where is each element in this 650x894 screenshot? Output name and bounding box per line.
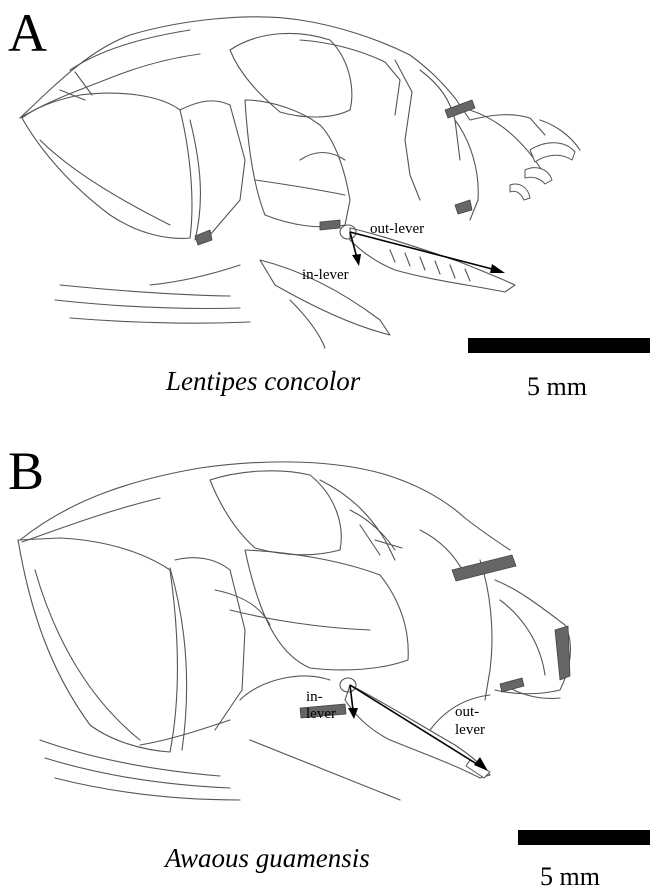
out-lever-label-b-line2: lever — [455, 723, 485, 739]
in-lever-label-a: in-lever — [302, 268, 349, 284]
out-lever-label-a: out-lever — [370, 222, 424, 238]
scale-bar-b — [518, 830, 650, 845]
opercle-outline — [22, 93, 192, 238]
scale-label-a: 5 mm — [527, 374, 587, 400]
out-lever-label-b-line1: out- — [455, 705, 479, 721]
in-lever-label-b-line1: in- — [306, 690, 323, 706]
opercle-outline — [18, 538, 178, 752]
species-name-a: Lentipes concolor — [166, 368, 360, 395]
species-name-b: Awaous guamensis — [165, 845, 370, 872]
out-lever-arrow — [350, 232, 505, 273]
cranium-outline — [20, 17, 545, 135]
cranium-outline — [20, 462, 510, 550]
in-lever-label-b-line2: lever — [306, 707, 336, 723]
skull-drawing-lentipes — [0, 0, 650, 360]
skull-drawing-awaous — [0, 440, 650, 840]
scale-label-b: 5 mm — [540, 864, 600, 890]
scale-bar-a — [468, 338, 650, 353]
